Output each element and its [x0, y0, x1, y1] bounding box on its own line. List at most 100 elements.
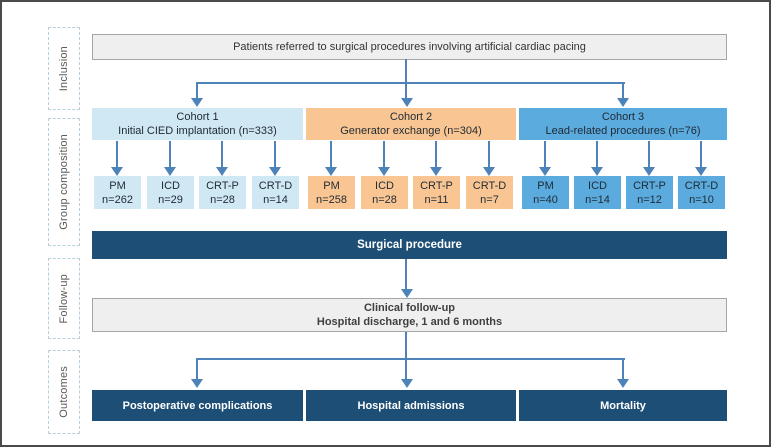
device-label: CRT-P	[633, 179, 666, 192]
group-box-c2-icd: ICD n=28	[361, 176, 408, 209]
connector-line	[405, 59, 407, 99]
arrow-down-icon	[325, 167, 337, 176]
connector-line	[648, 141, 650, 168]
arrow-down-icon	[111, 167, 123, 176]
connector-line	[405, 358, 407, 380]
followup-line1: Clinical follow-up	[363, 302, 456, 314]
arrow-down-icon	[191, 98, 203, 107]
stage-follow-up-label: Follow-up	[58, 273, 70, 324]
connector-line	[330, 141, 332, 168]
arrow-down-icon	[164, 167, 176, 176]
n-value: n=28	[210, 193, 235, 206]
device-label: CRT-D	[684, 179, 719, 192]
stage-follow-up: Follow-up	[48, 258, 80, 339]
connector-line	[196, 358, 198, 380]
connector-line	[274, 141, 276, 168]
inclusion-box-text: Patients referred to surgical procedures…	[233, 41, 586, 53]
surgical-procedure-bar: Surgical procedure	[92, 231, 727, 259]
arrow-down-icon	[617, 379, 629, 388]
device-label: ICD	[375, 179, 394, 192]
cohort-2-subtitle: Generator exchange (n=304)	[340, 125, 482, 137]
stage-group-composition: Group composition	[48, 118, 80, 246]
arrow-down-icon	[539, 167, 551, 176]
stage-inclusion: Inclusion	[48, 27, 80, 110]
arrow-down-icon	[269, 167, 281, 176]
n-value: n=28	[372, 193, 397, 206]
arrow-down-icon	[378, 167, 390, 176]
arrow-down-icon	[430, 167, 442, 176]
connector-line	[196, 82, 198, 99]
device-label: ICD	[161, 179, 180, 192]
n-value: n=258	[316, 193, 347, 206]
group-box-c1-pm: PM n=262	[94, 176, 141, 209]
stage-outcomes: Outcomes	[48, 350, 80, 434]
outcome-box-hospital-admissions: Hospital admissions	[306, 390, 516, 421]
n-value: n=12	[637, 193, 662, 206]
connector-line	[169, 141, 171, 168]
clinical-followup-bar: Clinical follow-up Hospital discharge, 1…	[92, 298, 727, 332]
connector-line	[405, 332, 407, 360]
connector-line	[488, 141, 490, 168]
outcome-label: Mortality	[600, 399, 646, 412]
group-box-c2-crtd: CRT-D n=7	[466, 176, 513, 209]
arrow-down-icon	[401, 379, 413, 388]
n-value: n=7	[480, 193, 499, 206]
connector-line	[622, 358, 624, 380]
group-box-c2-crtp: CRT-P n=11	[413, 176, 460, 209]
group-box-c2-pm: PM n=258	[308, 176, 355, 209]
arrow-down-icon	[191, 379, 203, 388]
connector-line	[196, 358, 625, 360]
n-value: n=10	[689, 193, 714, 206]
n-value: n=262	[102, 193, 133, 206]
n-value: n=29	[158, 193, 183, 206]
device-label: CRT-D	[472, 179, 507, 192]
stage-inclusion-label: Inclusion	[58, 45, 70, 92]
device-label: CRT-P	[206, 179, 239, 192]
group-box-c3-icd: ICD n=14	[574, 176, 621, 209]
arrow-down-icon	[591, 167, 603, 176]
n-value: n=14	[263, 193, 288, 206]
connector-line	[383, 141, 385, 168]
cohort-2-box: Cohort 2 Generator exchange (n=304)	[306, 108, 516, 140]
surgical-procedure-label: Surgical procedure	[357, 239, 462, 251]
arrow-down-icon	[401, 289, 413, 298]
connector-line	[700, 141, 702, 168]
arrow-down-icon	[643, 167, 655, 176]
device-label: PM	[537, 179, 554, 192]
n-value: n=40	[533, 193, 558, 206]
device-label: PM	[323, 179, 340, 192]
connector-line	[116, 141, 118, 168]
group-box-c3-crtp: CRT-P n=12	[626, 176, 673, 209]
connector-line	[221, 141, 223, 168]
outcome-label: Postoperative complications	[122, 399, 273, 412]
arrow-down-icon	[695, 167, 707, 176]
connector-line	[544, 141, 546, 168]
cohort-3-subtitle: Lead-related procedures (n=76)	[545, 125, 701, 137]
connector-line	[622, 82, 624, 99]
outcome-box-mortality: Mortality	[519, 390, 727, 421]
device-label: ICD	[588, 179, 607, 192]
stage-group-composition-label: Group composition	[58, 134, 70, 230]
cohort-3-title: Cohort 3	[601, 111, 645, 123]
group-box-c3-pm: PM n=40	[522, 176, 569, 209]
outcome-box-postoperative-complications: Postoperative complications	[92, 390, 303, 421]
group-box-c3-crtd: CRT-D n=10	[678, 176, 725, 209]
device-label: CRT-P	[420, 179, 453, 192]
outcome-label: Hospital admissions	[357, 399, 465, 412]
device-label: CRT-D	[258, 179, 293, 192]
connector-line	[405, 259, 407, 291]
followup-line2: Hospital discharge, 1 and 6 months	[316, 316, 503, 328]
connector-line	[435, 141, 437, 168]
cohort-1-subtitle: Initial CIED implantation (n=333)	[118, 125, 277, 137]
stage-outcomes-label: Outcomes	[58, 366, 70, 418]
group-box-c1-crtd: CRT-D n=14	[252, 176, 299, 209]
arrow-down-icon	[483, 167, 495, 176]
cohort-3-box: Cohort 3 Lead-related procedures (n=76)	[519, 108, 727, 140]
connector-line	[596, 141, 598, 168]
arrow-down-icon	[401, 98, 413, 107]
connector-line	[196, 82, 625, 84]
arrow-down-icon	[216, 167, 228, 176]
cohort-1-title: Cohort 1	[176, 111, 219, 123]
group-box-c1-crtp: CRT-P n=28	[199, 176, 246, 209]
